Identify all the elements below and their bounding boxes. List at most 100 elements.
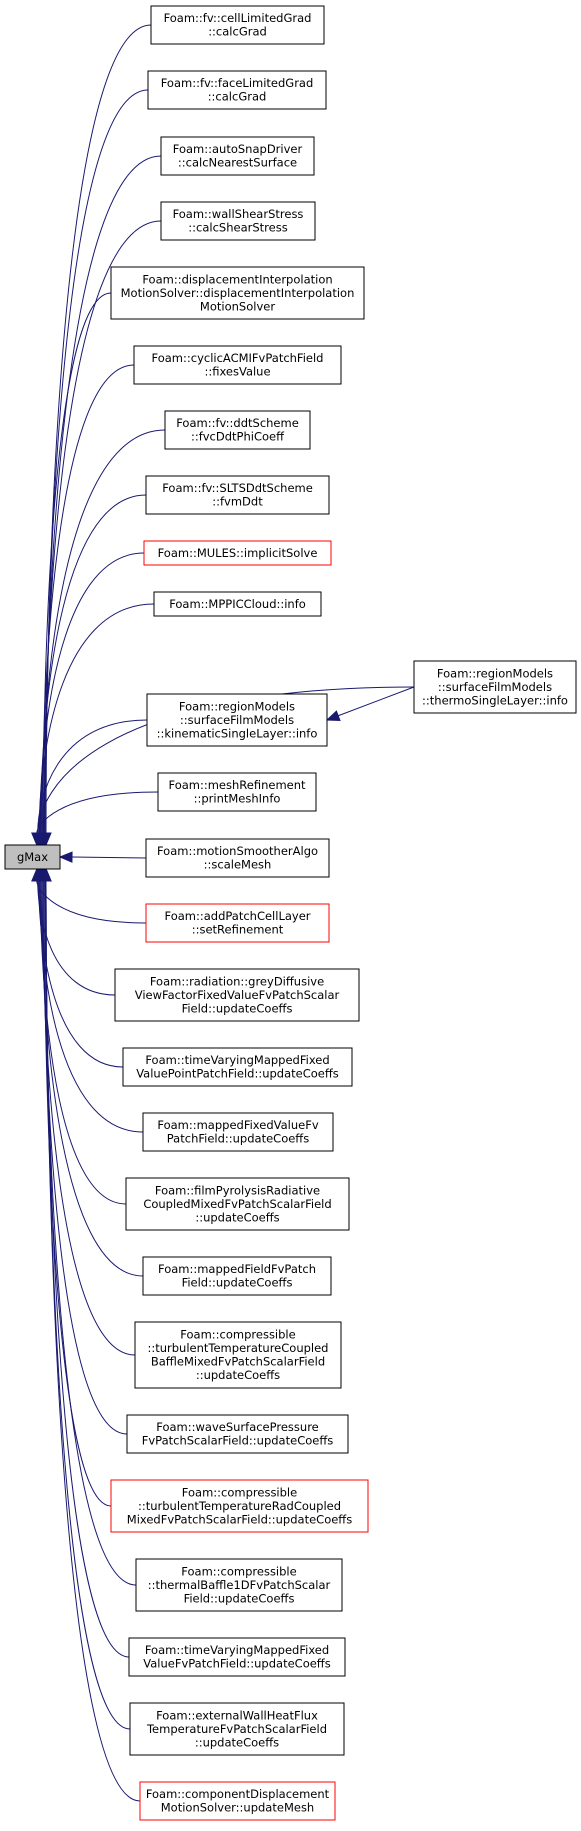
caller-node-label-line: Foam::motionSmootherAlgo	[157, 844, 318, 858]
arrowhead-n12-to-root	[58, 851, 73, 863]
caller-node-label-line: Foam::fv::ddtScheme	[176, 416, 299, 430]
caller-node-box	[143, 540, 332, 566]
caller-node-label-line: ::kinematicSingleLayer::info	[157, 726, 318, 740]
caller-node-box	[114, 968, 360, 1022]
caller-node-n6[interactable]: Foam::fv::ddtScheme::fvcDdtPhiCoeff	[164, 410, 311, 450]
caller-node-label-line: MixedFvPatchScalarField::updateCoeffs	[127, 1512, 352, 1526]
caller-node-label-line: ::turbulentTemperatureRadCoupled	[138, 1499, 341, 1513]
caller-node-label-line: ::turbulentTemperatureCoupled	[147, 1341, 328, 1355]
edge-n5-to-root	[41, 364, 135, 834]
caller-node-label-line: Foam::compressible	[180, 1328, 295, 1342]
caller-node-label-line: FvPatchScalarField::updateCoeffs	[142, 1434, 334, 1448]
caller-node-n8[interactable]: Foam::MULES::implicitSolve	[143, 540, 332, 566]
caller-node-label-line: Foam::addPatchCellLayer	[164, 909, 310, 923]
caller-node-label-line: ViewFactorFixedValueFvPatchScalar	[135, 988, 340, 1002]
caller-node-box	[157, 772, 317, 812]
caller-node-label-line: Foam::autoSnapDriver	[173, 142, 303, 156]
caller-node-n2[interactable]: Foam::autoSnapDriver::calcNearestSurface	[160, 136, 315, 176]
caller-node-n12[interactable]: Foam::motionSmootherAlgo::scaleMesh	[145, 838, 330, 878]
caller-node-box	[147, 70, 327, 110]
caller-node-box	[133, 345, 342, 385]
caller-node-label-line: ::calcNearestSurface	[178, 156, 297, 170]
caller-node-n3[interactable]: Foam::wallShearStress::calcShearStress	[160, 201, 316, 241]
caller-node-n25[interactable]: Foam::componentDisplacementMotionSolver:…	[139, 1781, 336, 1821]
edge-n8-to-root	[39, 552, 145, 834]
caller-node-label-line: MotionSolver::updateMesh	[161, 1801, 314, 1815]
edge-n18-to-root	[40, 880, 144, 1277]
edge-n10-to-root	[37, 719, 148, 834]
caller-node-n19[interactable]: Foam::compressible::turbulentTemperature…	[134, 1321, 342, 1389]
caller-node-label-line: Foam::compressible	[182, 1485, 297, 1499]
arrowhead-n26-to-root	[32, 832, 44, 847]
caller-node-box	[110, 266, 365, 320]
caller-node-n17[interactable]: Foam::filmPyrolysisRadiativeCoupledMixed…	[125, 1177, 350, 1231]
caller-node-label-line: ::thermalBaffle1DFvPatchScalar	[148, 1578, 331, 1592]
caller-node-n24[interactable]: Foam::externalWallHeatFluxTemperatureFvP…	[129, 1702, 345, 1756]
caller-node-n14[interactable]: Foam::radiation::greyDiffusiveViewFactor…	[114, 968, 360, 1022]
caller-node-label-line: Foam::MPPICCloud::info	[169, 597, 306, 611]
caller-node-box	[146, 693, 328, 747]
caller-node-box	[125, 1177, 350, 1231]
caller-node-n21[interactable]: Foam::compressible::turbulentTemperature…	[110, 1479, 369, 1533]
edge-n12-to-root	[71, 856, 147, 859]
caller-node-box	[122, 1047, 353, 1087]
caller-node-label-line: ::calcGrad	[208, 90, 267, 104]
caller-node-n9[interactable]: Foam::MPPICCloud::info	[153, 591, 322, 617]
edge-n21-to-root	[43, 880, 112, 1507]
edge-n1-to-root	[45, 89, 149, 834]
caller-node-box	[142, 1112, 334, 1152]
caller-node-box	[160, 136, 315, 176]
caller-node-box	[150, 5, 325, 45]
caller-node-box	[128, 1637, 346, 1677]
caller-node-n22[interactable]: Foam::compressible::thermalBaffle1DFvPat…	[135, 1558, 343, 1612]
caller-node-label-line: Foam::timeVaryingMappedFixed	[145, 1643, 329, 1657]
caller-node-n7[interactable]: Foam::fv::SLTSDdtScheme::fvmDdt	[145, 475, 330, 515]
caller-node-label-line: Foam::componentDisplacement	[146, 1787, 330, 1801]
caller-node-n18[interactable]: Foam::mappedFieldFvPatchField::updateCoe…	[142, 1256, 332, 1296]
caller-node-box	[110, 1479, 369, 1533]
caller-node-n0[interactable]: Foam::fv::cellLimitedGrad::calcGrad	[150, 5, 325, 45]
caller-node-label-line: TemperatureFvPatchScalarField	[146, 1722, 327, 1736]
caller-node-n5[interactable]: Foam::cyclicACMIFvPatchField::fixesValue	[133, 345, 342, 385]
caller-node-n4[interactable]: Foam::displacementInterpolationMotionSol…	[110, 266, 365, 320]
arrowhead-n26-to-n10	[325, 710, 341, 721]
caller-node-box	[139, 1781, 336, 1821]
caller-node-label-line: ::fvmDdt	[212, 495, 263, 509]
edge-n13-to-root	[36, 880, 147, 924]
root-node-gmax[interactable]: gMax	[4, 844, 61, 870]
arrowhead-n25-to-root	[40, 867, 52, 882]
root-node-box	[4, 844, 61, 870]
caller-node-n26[interactable]: Foam::regionModels::surfaceFilmModels::t…	[413, 660, 577, 714]
caller-node-label-line: ::thermoSingleLayer::info	[422, 693, 568, 707]
edge-n11-to-root	[36, 791, 159, 834]
caller-node-label-line: ::printMeshInfo	[194, 792, 281, 806]
caller-node-label-line: ::calcGrad	[208, 25, 267, 39]
caller-node-label-line: ::surfaceFilmModels	[180, 713, 294, 727]
caller-node-n16[interactable]: Foam::mappedFixedValueFvPatchField::upda…	[142, 1112, 334, 1152]
root-node-label: gMax	[17, 850, 48, 864]
caller-node-label-line: MotionSolver	[200, 299, 275, 313]
caller-node-n1[interactable]: Foam::fv::faceLimitedGrad::calcGrad	[147, 70, 327, 110]
caller-node-n20[interactable]: Foam::waveSurfacePressureFvPatchScalarFi…	[126, 1414, 349, 1454]
caller-node-label-line: Foam::timeVaryingMappedFixed	[145, 1053, 329, 1067]
caller-node-label-line: Foam::meshRefinement	[168, 778, 306, 792]
caller-node-box	[160, 201, 316, 241]
edge-n2-to-root	[44, 155, 162, 834]
caller-node-box	[126, 1414, 349, 1454]
edge-n0-to-root	[45, 24, 152, 834]
caller-node-n23[interactable]: Foam::timeVaryingMappedFixedValueFvPatch…	[128, 1637, 346, 1677]
caller-node-box	[153, 591, 322, 617]
edge-n20-to-root	[42, 880, 128, 1435]
caller-node-label-line: ::updateCoeffs	[195, 1210, 279, 1224]
caller-node-label-line: Foam::mappedFieldFvPatch	[158, 1262, 316, 1276]
caller-node-n11[interactable]: Foam::meshRefinement::printMeshInfo	[157, 772, 317, 812]
caller-node-n10[interactable]: Foam::regionModels::surfaceFilmModels::k…	[146, 693, 328, 747]
caller-node-label-line: Foam::regionModels	[179, 699, 295, 713]
caller-node-n13[interactable]: Foam::addPatchCellLayer::setRefinement	[145, 903, 330, 943]
caller-node-label-line: Foam::fv::cellLimitedGrad	[164, 11, 312, 25]
caller-node-label-line: ::updateCoeffs	[196, 1368, 280, 1382]
edge-n25-to-root	[45, 880, 141, 1802]
caller-node-box	[164, 410, 311, 450]
caller-node-n15[interactable]: Foam::timeVaryingMappedFixedValuePointPa…	[122, 1047, 353, 1087]
